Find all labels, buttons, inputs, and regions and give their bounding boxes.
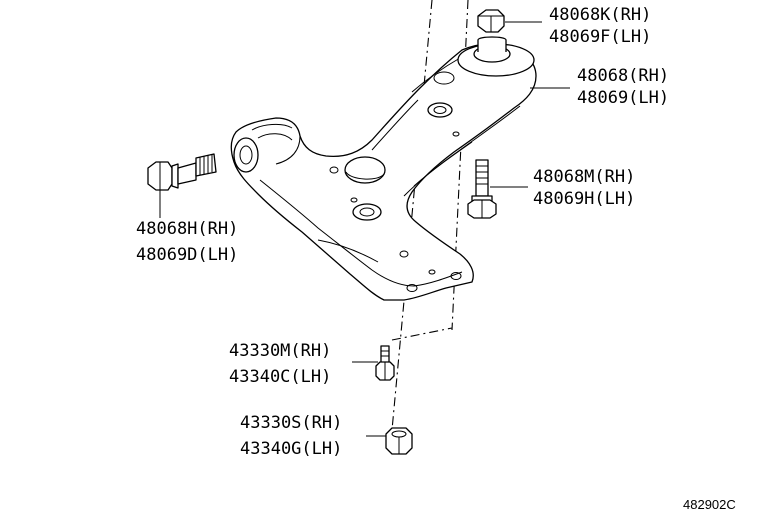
- bottom-bolt: [375, 345, 395, 381]
- top-nut: [477, 9, 505, 33]
- label-43340G-lh: 43340G(LH): [240, 439, 342, 459]
- lower-control-arm: [230, 36, 537, 301]
- label-48068-rh: 48068(RH): [577, 66, 669, 86]
- label-48069F-lh: 48069F(LH): [549, 27, 651, 47]
- label-43330M-rh: 43330M(RH): [229, 341, 331, 361]
- label-48069-lh: 48069(LH): [577, 88, 669, 108]
- right-bolt: [467, 159, 497, 219]
- centerlines: [391, 0, 469, 431]
- label-48068M-rh: 48068M(RH): [533, 167, 635, 187]
- label-48068K-rh: 48068K(RH): [549, 5, 651, 25]
- left-bolt: [147, 153, 217, 191]
- label-48069H-lh: 48069H(LH): [533, 189, 635, 209]
- label-48068H-rh: 48068H(RH): [136, 219, 238, 239]
- label-43340C-lh: 43340C(LH): [229, 367, 331, 387]
- leader-lines: [159, 21, 570, 437]
- label-43330S-rh: 43330S(RH): [240, 413, 342, 433]
- bottom-nut: [385, 427, 413, 455]
- label-48069D-lh: 48069D(LH): [136, 245, 238, 265]
- figure-id: 482902C: [683, 497, 736, 512]
